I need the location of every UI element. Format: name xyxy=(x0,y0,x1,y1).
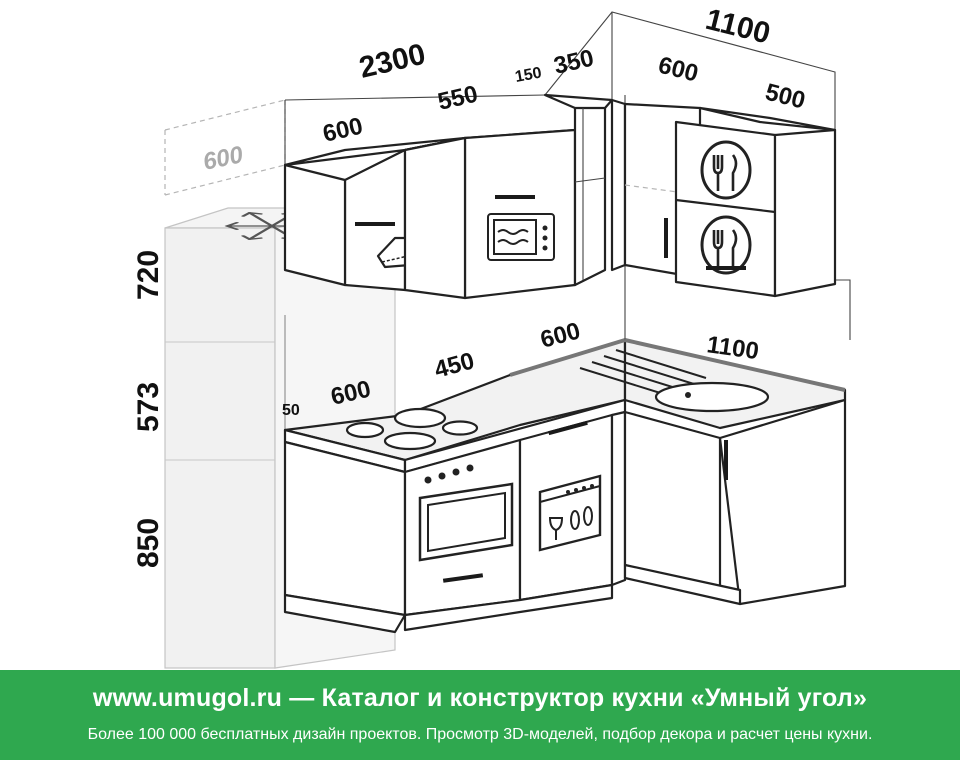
microwave-icon xyxy=(487,213,555,261)
sink-icon xyxy=(579,349,770,413)
dim-upper-total-width: 2300 xyxy=(356,38,428,85)
dim-base-partial: 50 xyxy=(282,402,300,419)
dim-height-base: 850 xyxy=(132,518,165,568)
dim-fridge-depth: 600 xyxy=(201,141,246,176)
base-sink-cabinet xyxy=(623,398,847,606)
dim-upper-corner-cabinet: 600 xyxy=(656,52,701,88)
dim-upper-end-cabinet: 500 xyxy=(763,79,808,115)
base-corner-gap xyxy=(610,410,627,587)
footer-subtitle: Более 100 000 бесплатных дизайн проектов… xyxy=(87,726,873,743)
base-side-panel xyxy=(283,440,407,634)
dim-upper-hood-cabinet: 600 xyxy=(320,113,365,148)
dim-upper-microwave-cabinet: 550 xyxy=(435,81,480,116)
dishwasher-icon xyxy=(538,474,602,552)
countertop xyxy=(283,338,847,474)
dim-height-upper: 720 xyxy=(132,250,165,300)
base-dishwasher xyxy=(518,413,614,602)
base-plinth xyxy=(403,583,614,632)
base-oven-cabinet xyxy=(403,438,522,617)
dim-base-corner-module: 600 xyxy=(538,317,584,353)
dim-upper-narrow-cabinet: 350 xyxy=(551,45,596,80)
dim-base-dishwasher: 450 xyxy=(432,347,478,383)
cutlery-icon xyxy=(700,140,752,275)
footer-banner: www.umugol.ru — Каталог и конструктор ку… xyxy=(0,670,960,760)
upper-microwave-cabinet xyxy=(403,128,577,300)
upper-narrow-open-shelf xyxy=(543,93,614,287)
dim-height-gap: 573 xyxy=(132,382,165,432)
dim-upper-filler: 150 xyxy=(514,65,543,86)
upper-end-cabinet xyxy=(674,106,837,298)
dim-upper-corner-width: 1100 xyxy=(702,3,773,51)
oven-icon xyxy=(418,464,514,583)
kitchen-diagram: 2300 1100 600 550 150 350 600 500 600 72… xyxy=(132,3,851,669)
hob-icon xyxy=(345,407,479,451)
footer-title-link[interactable]: www.umugol.ru — Каталог и конструктор ку… xyxy=(92,684,868,712)
